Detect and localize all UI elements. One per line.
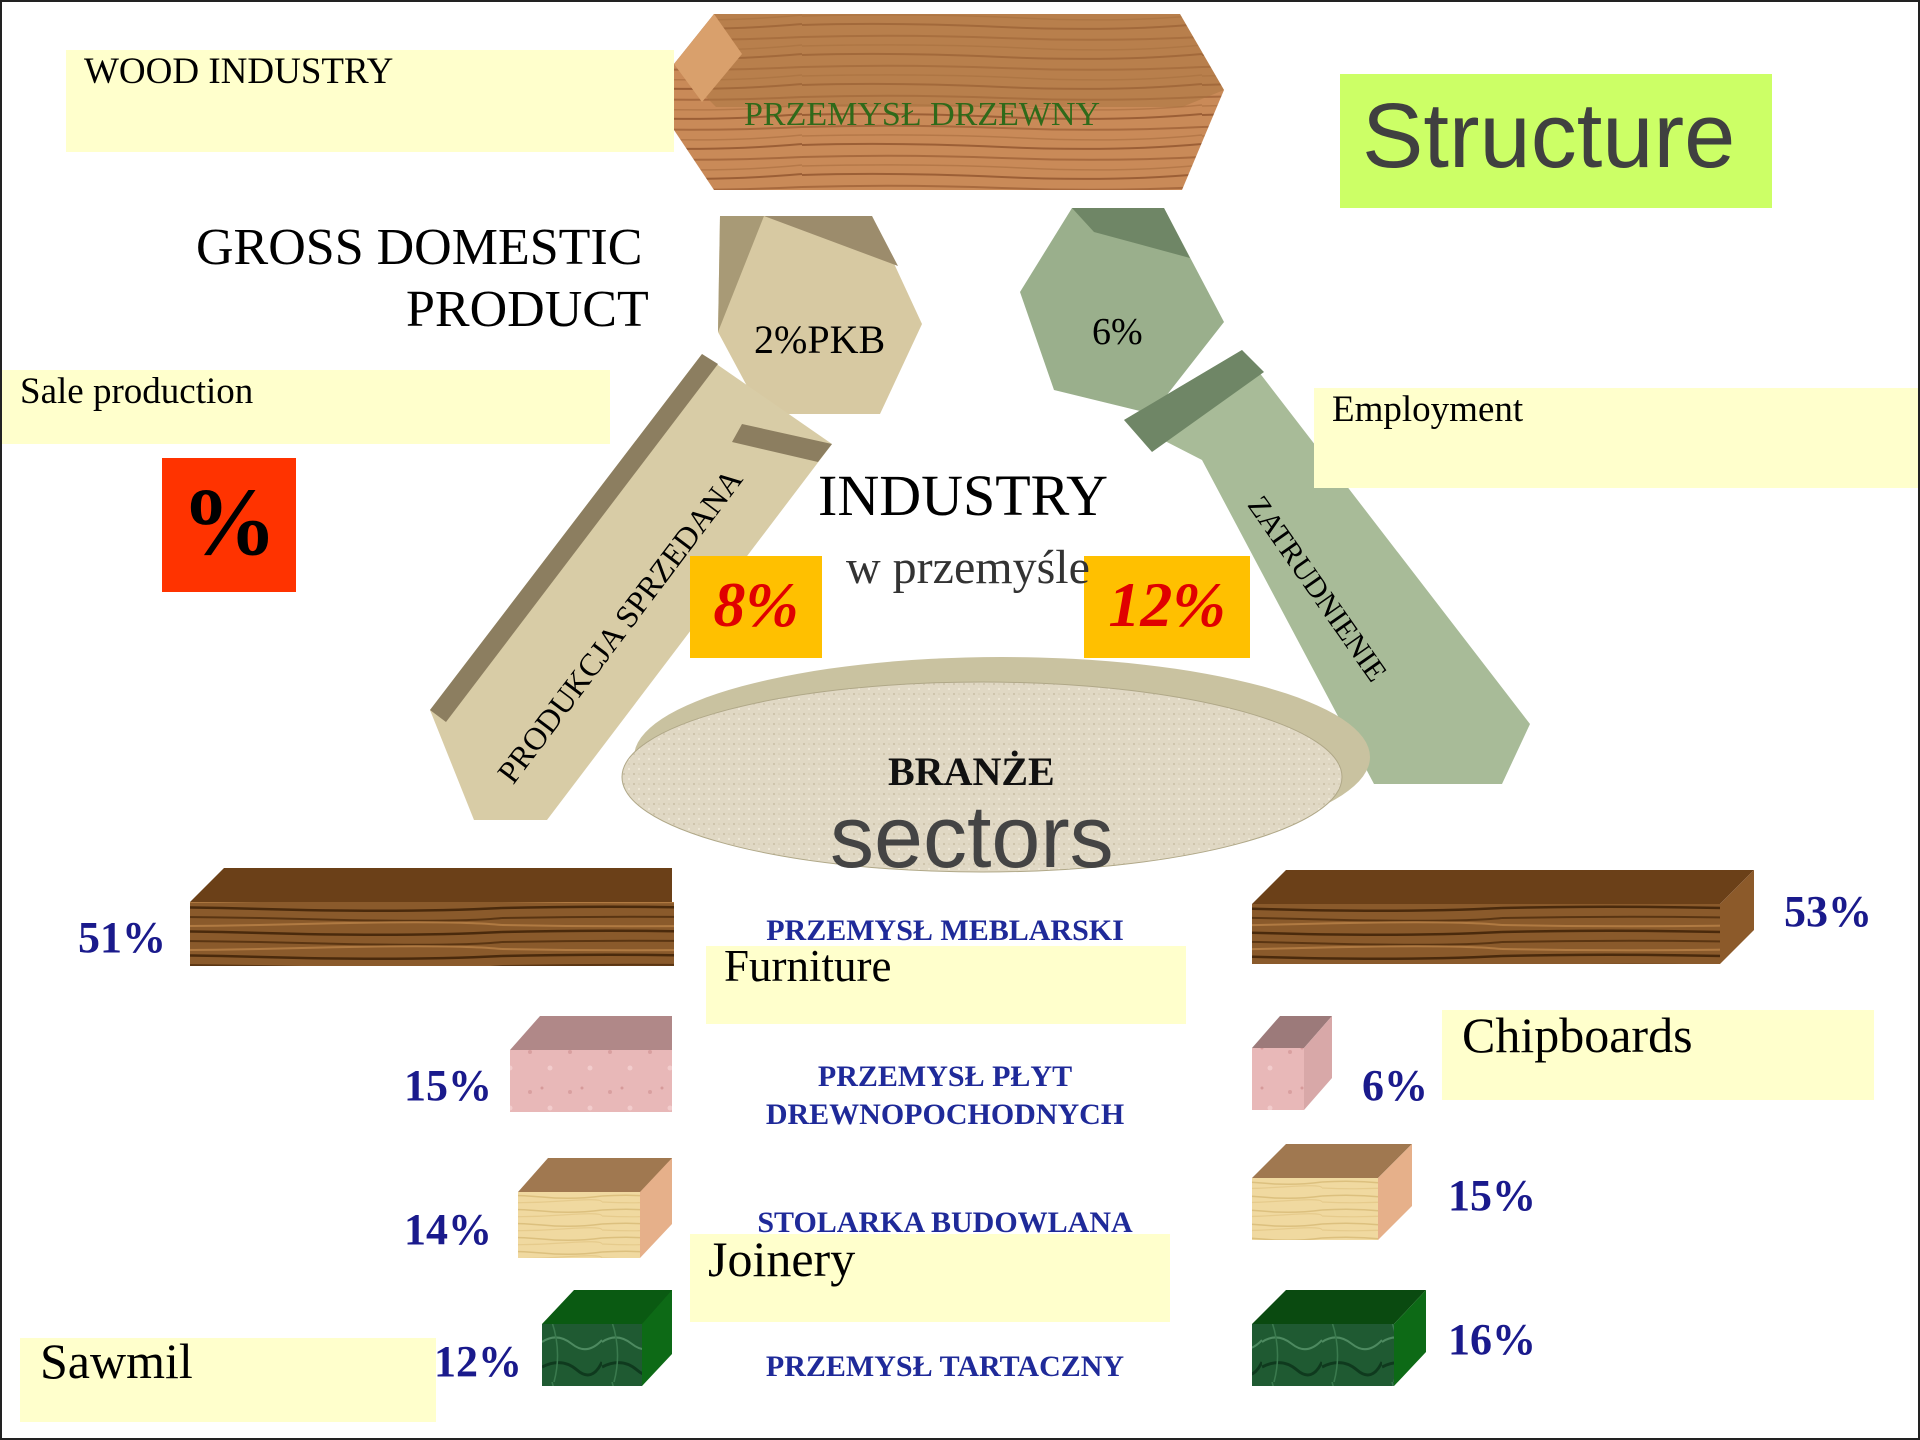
sawmill-label: Sawmil [40,1333,193,1389]
wood-industry-block [674,14,1224,190]
structure-title: Structure [1362,85,1736,187]
employment-industry-box: 12% [1084,556,1250,658]
sawmill-employment-box [1252,1290,1426,1386]
employment-value: 6% [1092,311,1143,353]
sales-industry-value: 8% [713,569,799,640]
sector-chipboards-pl-line1: PRZEMYSŁ PŁYT [817,1060,1073,1093]
sector-furniture-pl-text: PRZEMYSŁ MEBLARSKI [766,914,1124,947]
joinery-sales-box [518,1158,672,1258]
furniture-sales-bar [190,868,674,966]
joinery-employment-pct: 15% [1448,1171,1536,1220]
furniture-note: Furniture [706,941,1186,1024]
employment-hexagon [1020,208,1224,414]
sector-sawmill-pl-text: PRZEMYSŁ TARTACZNY [765,1350,1125,1383]
sector-joinery-pl-text: STOLARKA BUDOWLANA [757,1206,1133,1239]
sale-production-label: Sale production [20,371,254,412]
wood-industry-pl-label: PRZEMYSŁ DRZEWNY [744,96,1101,133]
employment-beam [1124,350,1530,784]
sale-production-beam [430,354,832,820]
chipboards-employment-box [1252,1016,1332,1110]
chipboards-sales-box [510,1016,672,1112]
joinery-note: Joinery [690,1231,1170,1322]
sales-industry-box: 8% [690,556,822,658]
structure-box: Structure [1340,74,1772,208]
sawmill-employment-pct: 16% [1448,1315,1536,1364]
employment-label: Employment [1332,389,1524,430]
sawmill-sales-pct: 12% [434,1337,522,1386]
furniture-label: Furniture [724,941,892,991]
joinery-sales-pct: 14% [404,1205,492,1254]
percent-symbol: % [181,468,277,575]
branches-label: BRANŻE [888,749,1055,794]
sector-furniture-pl: PRZEMYSŁ MEBLARSKI [702,912,1188,950]
furniture-employment-pct: 53% [1784,887,1872,936]
gdp-label-line2: PRODUCT [406,281,649,338]
joinery-label: Joinery [708,1231,856,1287]
industry-pl-label: w przemyśle [846,541,1090,594]
employment-industry-value: 12% [1108,569,1226,640]
sectors-label: sectors [830,787,1114,886]
sector-chipboards-pl-line2: DREWNOPOCHODNYCH [765,1098,1125,1131]
chipboards-note: Chipboards [1442,1007,1874,1100]
wood-industry-note: WOOD INDUSTRY [66,50,674,152]
percent-box: % [162,458,296,592]
wood-industry-label: WOOD INDUSTRY [84,51,394,92]
gdp-value: 2%PKB [754,317,886,362]
furniture-employment-bar [1252,870,1754,964]
sawmill-sales-box [542,1290,672,1386]
gdp-label-line1: GROSS DOMESTIC [196,219,643,276]
industry-label: INDUSTRY [818,463,1109,528]
employment-note: Employment [1314,388,1918,488]
chipboards-label: Chipboards [1462,1007,1693,1063]
sector-chipboards-pl: PRZEMYSŁ PŁYT DREWNOPOCHODNYCH [702,1058,1188,1134]
furniture-sales-pct: 51% [78,913,166,962]
sale-production-note: Sale production [2,370,610,444]
gdp-hexagon [718,216,922,414]
sector-sawmill-pl: PRZEMYSŁ TARTACZNY [702,1348,1188,1386]
sectors-disk [621,657,1370,873]
sector-joinery-pl: STOLARKA BUDOWLANA [702,1204,1188,1242]
joinery-employment-box [1252,1144,1412,1240]
sawmill-note: Sawmil [20,1333,436,1422]
chipboards-sales-pct: 15% [404,1061,492,1110]
chipboards-employment-pct: 6% [1362,1061,1428,1110]
